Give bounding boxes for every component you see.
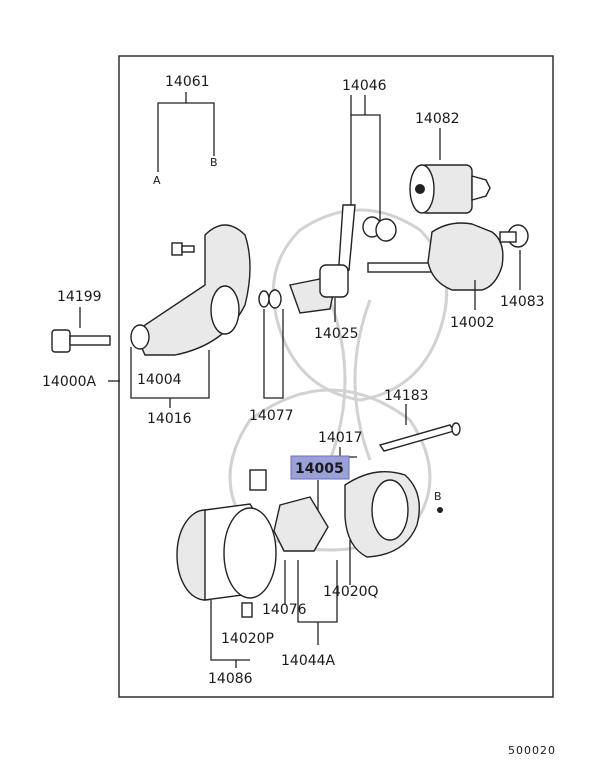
highlight-14005 [290,455,350,480]
clutch-14025 [289,264,349,322]
label-14002: 14002 [450,315,495,331]
label-14183: 14183 [384,388,429,404]
label-14082: 14082 [415,111,460,127]
label-14016: 14016 [147,411,192,427]
bracket-14061 [157,92,215,172]
label-14199: 14199 [57,289,102,305]
through-bolt-14183 [378,404,461,452]
label-14017: 14017 [318,430,363,446]
label-14061: 14061 [165,74,210,90]
label-14005[interactable]: 14005 [295,461,344,477]
diagram-frame [118,55,554,698]
armature-14002 [367,222,529,310]
label-14044A: 14044A [281,653,336,669]
yoke-14086 [176,503,277,668]
label-14000A: 14000A [42,374,97,390]
washers-14077 [258,289,284,399]
label-ref-b2: B [434,490,442,503]
label-14076: 14076 [262,602,307,618]
solenoid-14082 [409,128,491,214]
rear-cover-14017 [317,447,443,558]
brush-holder-14044A [249,469,351,645]
small-bolt [171,242,195,256]
label-14025: 14025 [314,326,359,342]
label-14086: 14086 [208,671,253,687]
shift-lever-14046 [319,95,397,291]
label-14020P: 14020P [221,631,274,647]
label-14004: 14004 [137,372,182,388]
label-14077: 14077 [249,408,294,424]
footer-code: 500020 [508,744,556,757]
label-14046: 14046 [342,78,387,94]
label-ref-a: A [153,174,161,187]
label-14083: 14083 [500,294,545,310]
bolt-14199 [51,307,111,353]
front-housing-14004 [130,224,251,408]
label-14020Q: 14020Q [323,584,379,600]
label-ref-b: B [210,156,218,169]
